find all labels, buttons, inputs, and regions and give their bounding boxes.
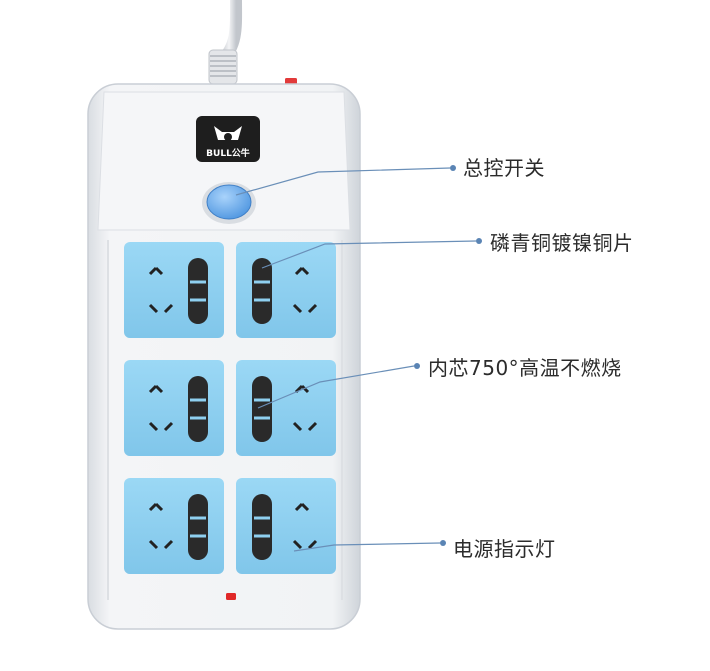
brand-logo: BULL公牛 <box>196 116 260 162</box>
power-indicator-icon <box>226 593 236 600</box>
callout-label-core: 内芯750°高温不燃烧 <box>428 356 622 380</box>
callout-line-core <box>257 365 415 409</box>
master-switch-icon <box>202 182 256 224</box>
callout-label-indicator: 电源指示灯 <box>453 537 556 561</box>
callout-line-switch <box>235 167 451 196</box>
power-cord <box>208 0 243 85</box>
socket-1 <box>124 242 224 338</box>
socket-3 <box>124 360 224 456</box>
socket-6 <box>236 478 336 574</box>
brand-logo-text: BULL公牛 <box>206 147 250 159</box>
socket-5 <box>124 478 224 574</box>
callout-lines <box>235 165 482 552</box>
callout-line-indicator <box>293 542 441 552</box>
callout-label-copper: 磷青铜镀镍铜片 <box>490 231 634 255</box>
callout-label-switch: 总控开关 <box>463 156 545 180</box>
callout-line-copper <box>261 240 477 269</box>
socket-grid <box>124 242 336 574</box>
socket-4 <box>236 360 336 456</box>
socket-2 <box>236 242 336 338</box>
